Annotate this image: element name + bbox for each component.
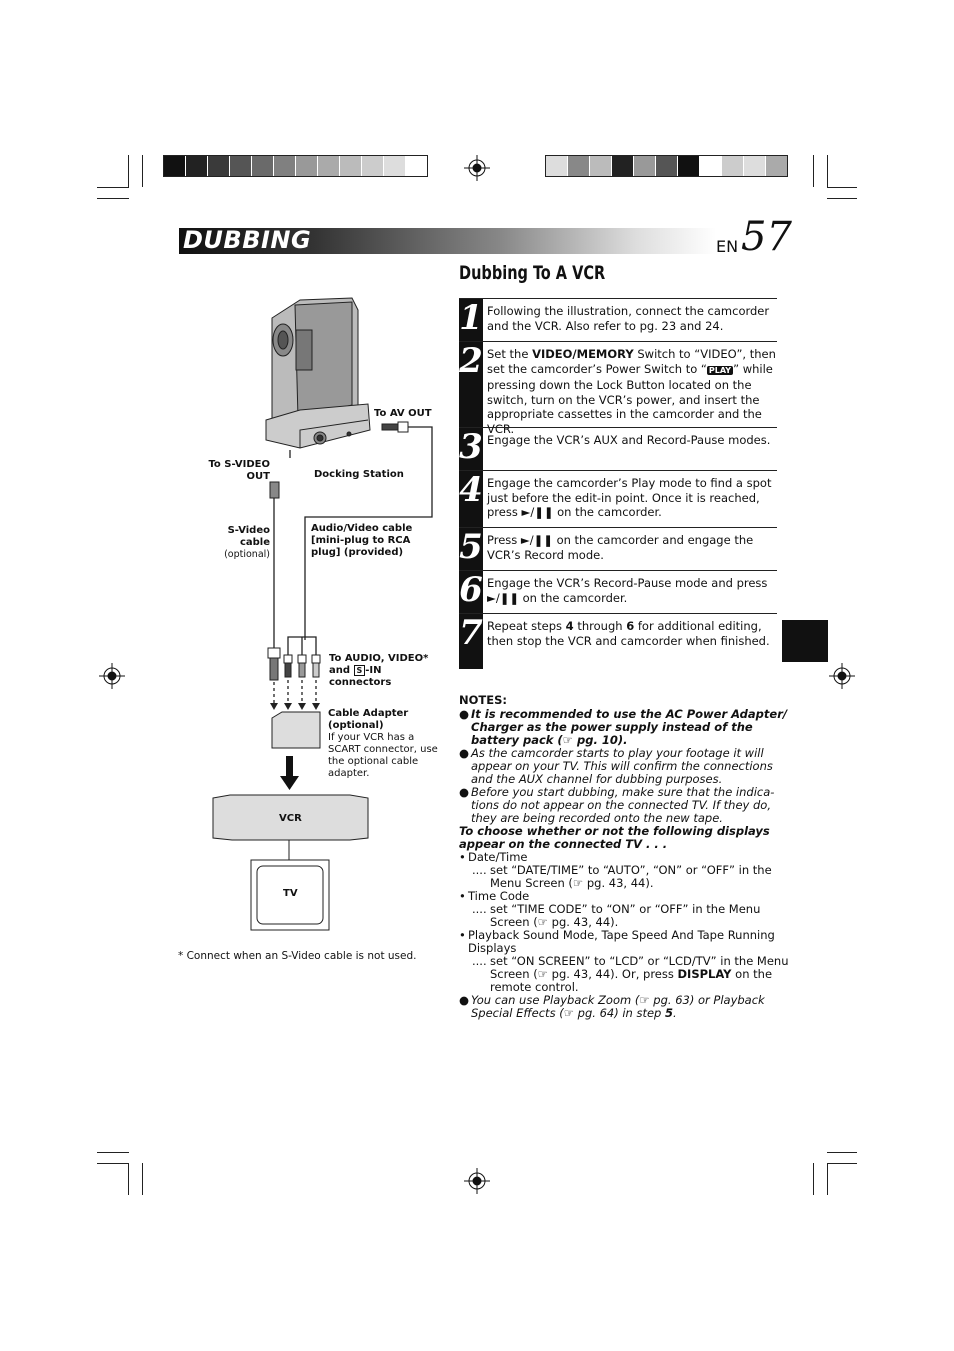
label-cable-adapter: Cable Adapter (optional)If your VCR has … — [328, 708, 438, 779]
step-3: 3 Engage the VCR’s AUX and Record-Pause … — [459, 427, 777, 470]
camcorder-illustration — [265, 297, 371, 449]
label-to-svideo-out: To S-VIDEO OUT — [208, 459, 270, 482]
label-svideo-cable: S-Video cable(optional) — [224, 525, 270, 560]
note-item: ●As the camcorder starts to play your fo… — [459, 746, 773, 786]
tv-illustration — [250, 859, 330, 931]
label-to-audio-video: To AUDIO, VIDEO* and S-IN connectors — [329, 653, 429, 688]
display-item: •Playback Sound Mode, Tape Speed And Tap… — [459, 928, 775, 955]
page-number: 57 — [741, 214, 792, 260]
rca-plugs — [283, 654, 321, 678]
note-item: ●It is recommended to use the AC Power A… — [459, 707, 788, 747]
label-av-cable: Audio/Video cable [mini-plug to RCA plug… — [311, 523, 413, 558]
step-2: 2 Set the VIDEO/MEMORY Switch to “VIDEO”… — [459, 341, 777, 436]
header-band — [179, 228, 716, 254]
label-tv: TV — [283, 888, 298, 899]
note-item: ●Before you start dubbing, make sure tha… — [459, 785, 775, 825]
notes: NOTES: ●It is recommended to use the AC … — [459, 693, 789, 1020]
section-tab — [782, 620, 828, 662]
label-to-av-out: To AV OUT — [374, 408, 432, 419]
arrow-icon — [280, 756, 299, 790]
color-bar-left — [163, 155, 428, 177]
cable-adapter-illustration — [271, 711, 321, 749]
label-docking-station: Docking Station — [314, 469, 404, 480]
color-bar-right — [545, 155, 788, 177]
step-6: 6 Engage the VCR’s Record-Pause mode and… — [459, 570, 777, 613]
page-subtitle: Dubbing To A VCR — [459, 262, 606, 284]
step-5: 5 Press ►/❚❚ on the camcorder and engage… — [459, 527, 777, 570]
av-out-plug — [381, 421, 409, 433]
label-vcr: VCR — [279, 813, 302, 824]
s-badge: S — [353, 665, 366, 676]
step-1: 1 Following the illustration, connect th… — [459, 298, 777, 341]
step-list: 1 Following the illustration, connect th… — [459, 298, 777, 669]
note-choose: To choose whether or not the following d… — [459, 824, 770, 851]
footnote: * Connect when an S-Video cable is not u… — [178, 950, 417, 962]
vcr-illustration — [212, 794, 369, 841]
page-language: EN — [716, 237, 739, 256]
step-4: 4 Engage the camcorder’s Play mode to fi… — [459, 470, 777, 527]
display-item: •Time Code — [459, 889, 530, 903]
svideo-plug — [267, 481, 281, 681]
section-title: DUBBING — [183, 226, 312, 254]
display-item: •Date/Time — [459, 850, 528, 864]
step-7: 7 Repeat steps 4 through 6 for additiona… — [459, 613, 777, 669]
play-badge: PLAY — [706, 365, 734, 375]
note-item: ●You can use Playback Zoom (☞ pg. 63) or… — [459, 993, 765, 1020]
notes-heading: NOTES: — [459, 693, 507, 707]
